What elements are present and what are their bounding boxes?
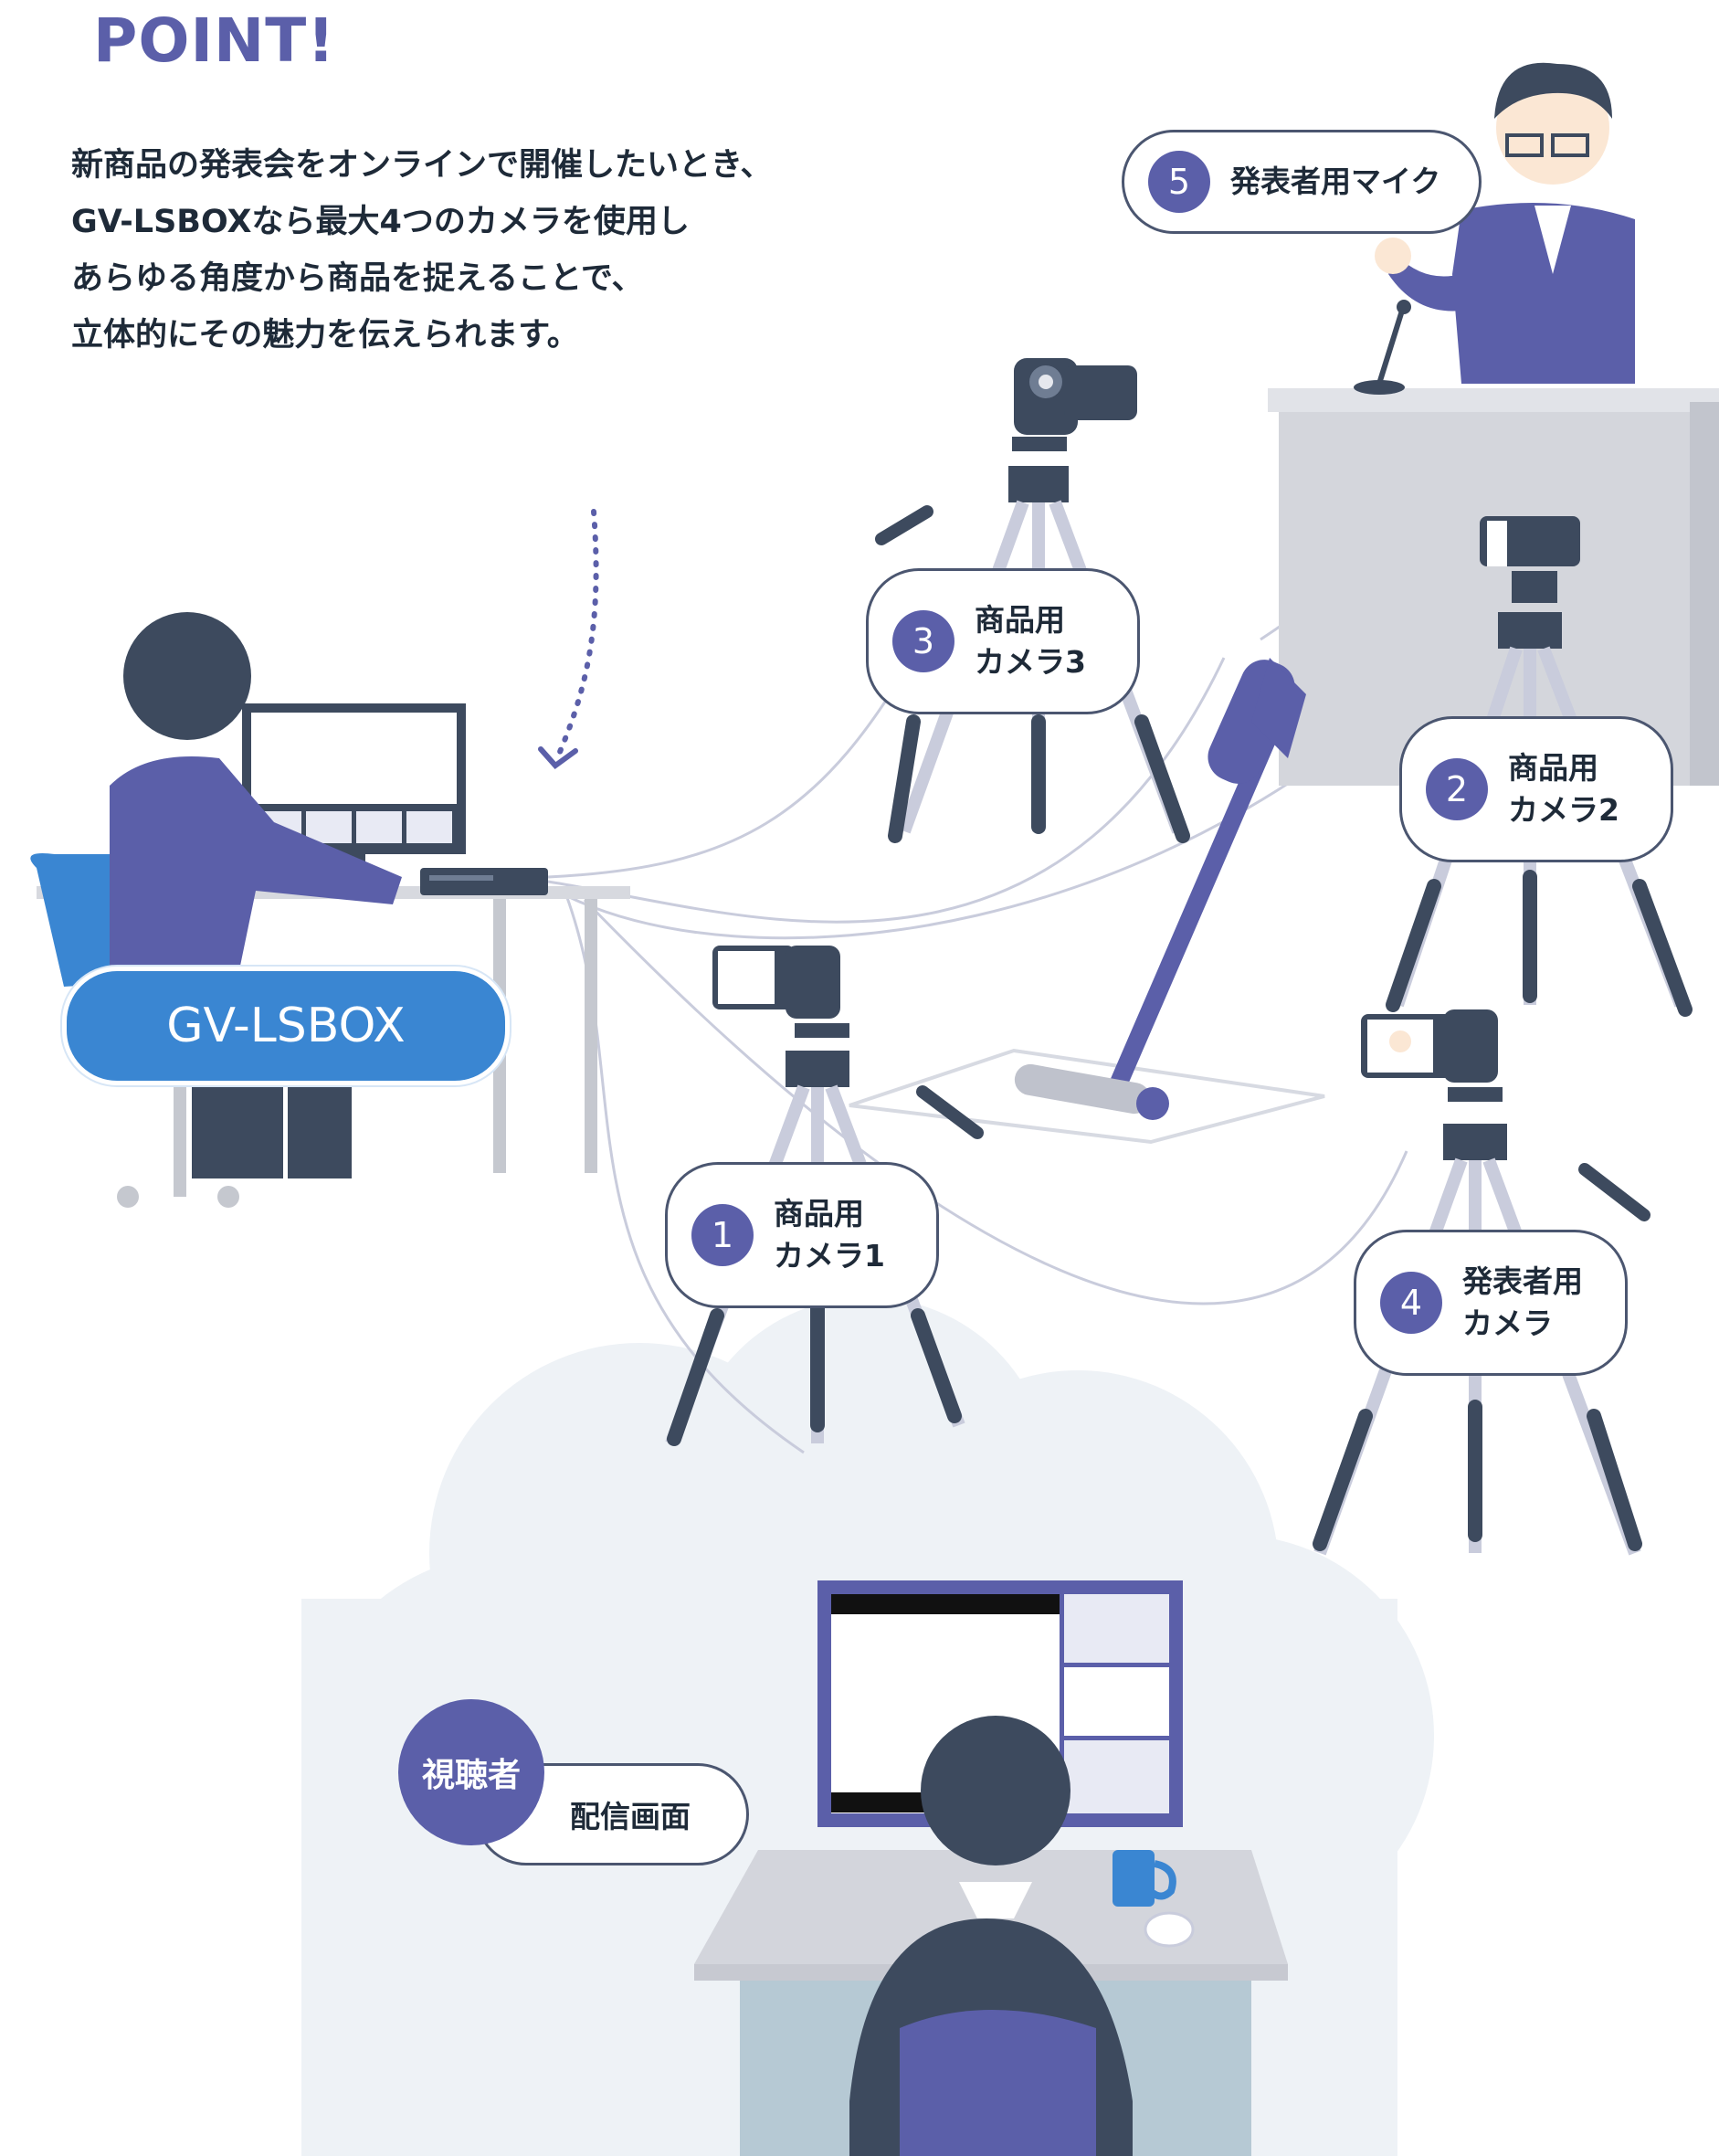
vacuum-product — [1014, 658, 1306, 1120]
arrow-head-icon — [538, 746, 578, 770]
description-line: あらゆる角度から商品を捉えることで、 — [71, 260, 644, 297]
description-line: 新商品の発表会をオンラインで開催したいとき、 — [71, 147, 773, 184]
microphone-icon — [1354, 300, 1411, 395]
callout-label: 発表者用 カメラ — [1462, 1263, 1583, 1341]
description: 新商品の発表会をオンラインで開催したいとき、 GV-LSBOXなら最大4つのカメ… — [71, 137, 893, 364]
description-line: 立体的にその魅力を伝えられます。 — [71, 317, 579, 354]
callout-label: 発表者用マイク — [1230, 164, 1441, 199]
callout-2: 2 商品用 カメラ2 — [1399, 716, 1673, 862]
speaker — [1375, 62, 1635, 384]
mouse-icon — [1144, 1911, 1195, 1948]
page-title: POINT! — [93, 5, 336, 76]
viewer-badge: 視聴者 — [398, 1699, 544, 1845]
callout-number: 5 — [1148, 151, 1210, 213]
viewer-person — [849, 1716, 1133, 2156]
description-line: GV-LSBOXなら最大4つのカメラを使用し — [71, 204, 690, 240]
product-mat — [849, 1048, 1325, 1145]
dotted-arrow — [554, 509, 599, 761]
operator — [30, 612, 402, 1208]
callout-number: 3 — [892, 610, 954, 672]
callout-number: 4 — [1380, 1272, 1442, 1334]
mug-icon — [1113, 1850, 1176, 1907]
camera-2 — [1386, 516, 1693, 1017]
callout-label: 商品用 カメラ3 — [975, 602, 1086, 680]
callout-4: 4 発表者用 カメラ — [1354, 1230, 1628, 1376]
callout-1: 1 商品用 カメラ1 — [665, 1162, 939, 1308]
callout-5: 5 発表者用マイク — [1122, 130, 1482, 234]
callout-label: 商品用 カメラ2 — [1508, 750, 1619, 828]
lsbox-device-icon — [420, 868, 548, 895]
callout-3: 3 商品用 カメラ3 — [866, 568, 1140, 714]
callout-number: 1 — [691, 1204, 754, 1266]
device-label-bubble: GV-LSBOX — [62, 967, 510, 1085]
callout-label: 商品用 カメラ1 — [774, 1196, 885, 1274]
callout-number: 2 — [1426, 758, 1488, 820]
